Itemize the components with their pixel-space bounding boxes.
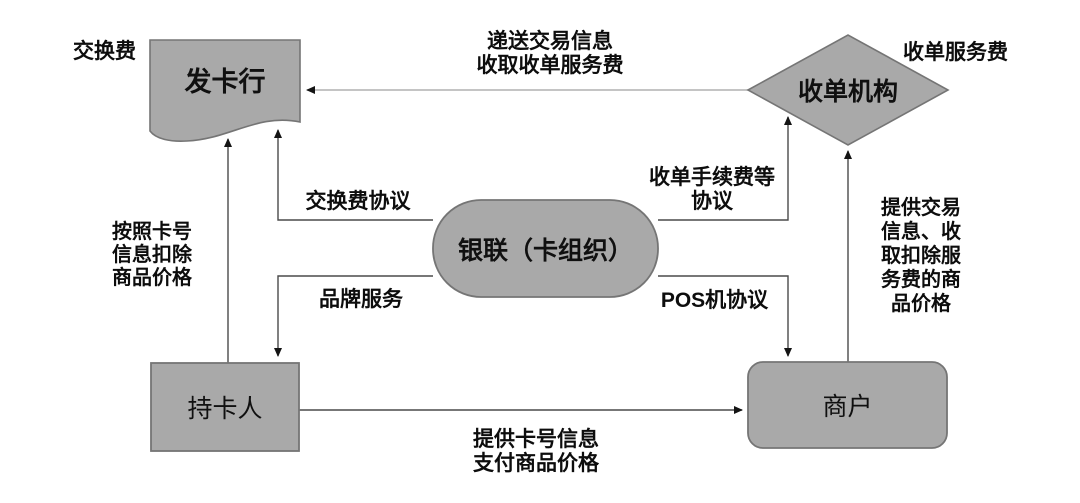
label-brand-service: 品牌服务 <box>319 288 403 311</box>
label-deduct-by-card: 按照卡号 信息扣除 商品价格 <box>112 221 192 289</box>
label-deliver-info: 递送交易信息 收取收单服务费 <box>476 30 624 77</box>
label-pos-agreement: POS机协议 <box>660 289 769 312</box>
node-cardorg-label: 银联（卡组织） <box>457 237 633 265</box>
node-merchant-rounded-rect-shape <box>747 361 948 449</box>
edge-cardorg-to-merchant <box>658 275 792 357</box>
label-acquiring-service-fee: 收单服务费 <box>903 41 1008 64</box>
node-issuer-label: 发卡行 <box>184 66 266 97</box>
edge-cardorg-to-acquirer <box>658 116 792 221</box>
node-issuer-document-shape <box>149 39 301 142</box>
edge-cardorg-to-cardholder <box>274 275 433 357</box>
edge-cardorg-to-issuer <box>274 129 433 221</box>
label-acquiring-fee-agreement: 收单手续费等 协议 <box>649 166 775 213</box>
node-acquirer-label: 收单机构 <box>797 78 898 106</box>
node-cardorg-stadium-shape <box>432 199 659 298</box>
label-interchange-fee: 交换费 <box>73 40 136 63</box>
node-cardholder-rect-shape <box>150 362 300 452</box>
label-interchange-agreement: 交换费协议 <box>305 190 411 213</box>
label-provide-transaction-info: 提供交易 信息、收 取扣除服 务费的商 品价格 <box>881 197 961 315</box>
node-merchant-label: 商户 <box>822 393 873 421</box>
node-acquirer-diamond-shape <box>746 34 950 146</box>
label-provide-card-info: 提供卡号信息 支付商品价格 <box>473 428 599 475</box>
node-cardholder-label: 持卡人 <box>187 395 263 423</box>
